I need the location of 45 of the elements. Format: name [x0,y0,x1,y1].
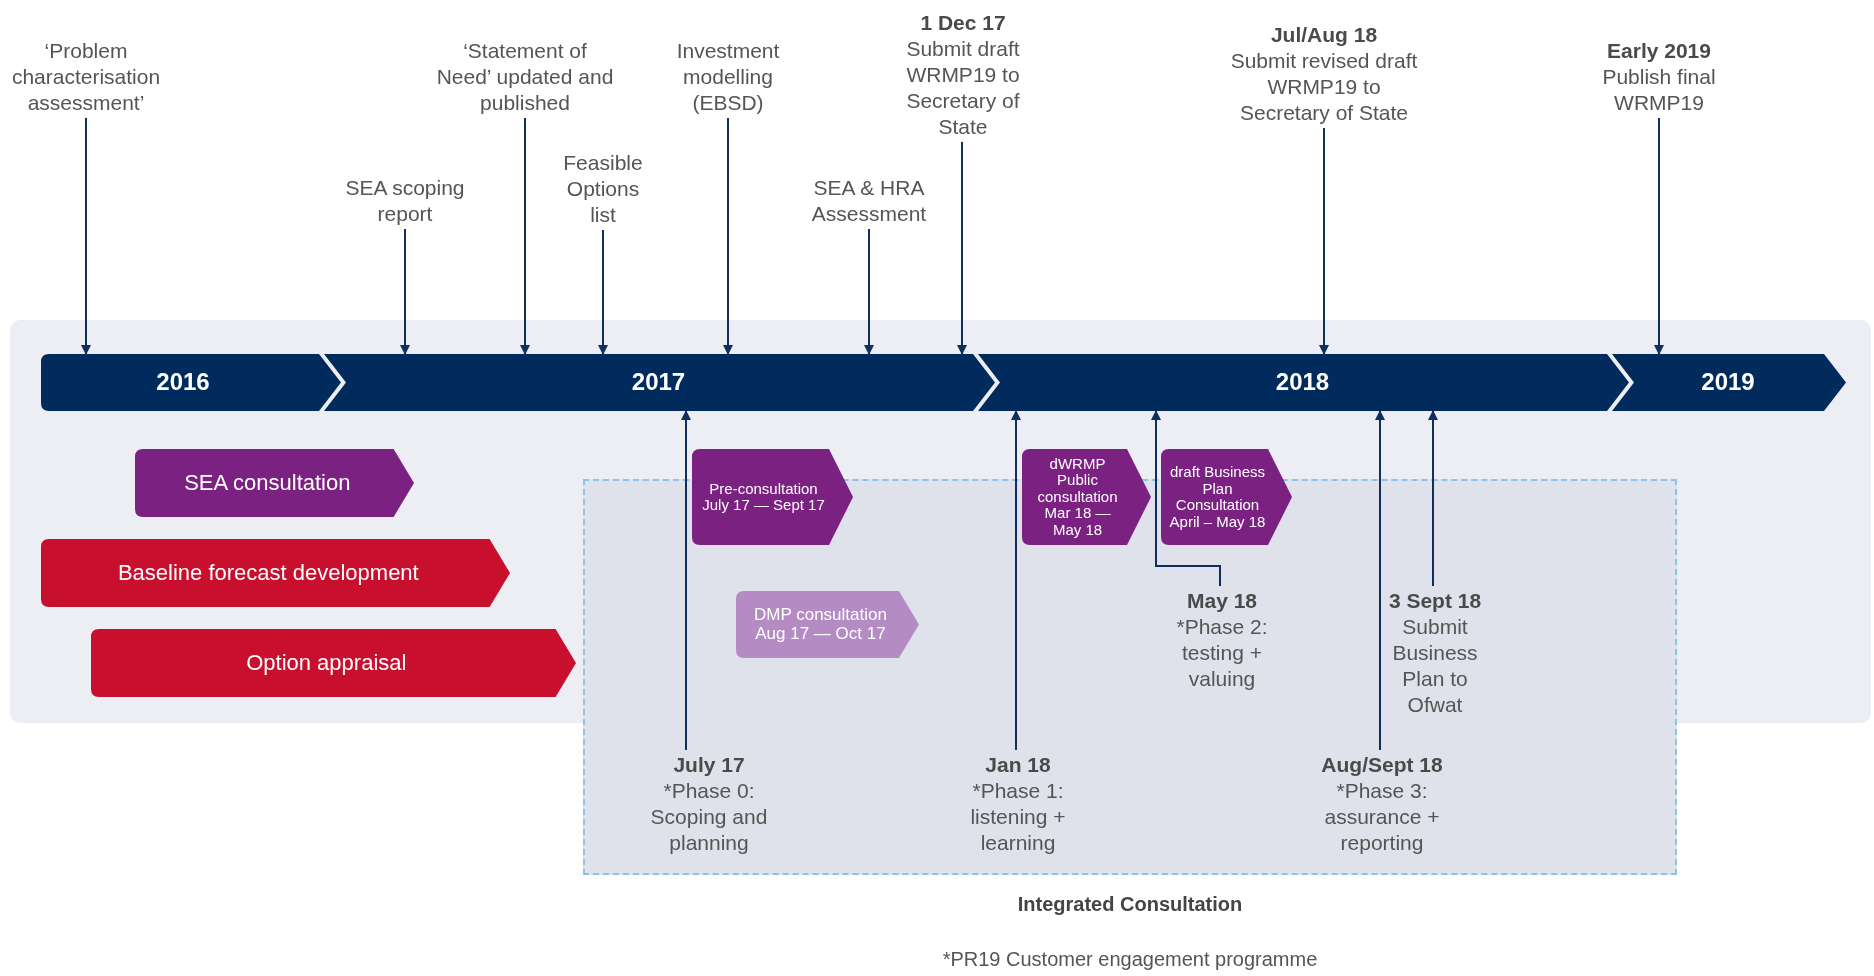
arrow [400,228,410,355]
date-heading: Jan 18 [984,752,1052,778]
arrow [1428,410,1438,587]
activity-bar: Option appraisal [91,629,576,697]
arrow [1011,410,1021,751]
milestone-label: *Phase 3: assurance + reporting [1323,778,1441,856]
date-heading: 1 Dec 17 [919,10,1007,36]
activity-bar: SEA consultation [135,449,414,517]
milestone-label: *Phase 0: Scoping and planning [649,778,769,856]
milestone-label: SEA scoping report [344,175,466,227]
arrow [520,117,530,355]
activity-bar: Pre-consultation July 17 — Sept 17 [692,449,853,545]
milestone-label: Feasible Options list [562,150,644,228]
milestone-label: Submit revised draft WRMP19 to Secretary of State [1229,48,1419,126]
arrow [864,228,874,355]
date-heading: May 18 [1185,588,1258,614]
milestone-label: *Phase 2: testing + valuing [1175,614,1269,692]
arrow [723,117,733,355]
activity-bar: DMP consultation Aug 17 — Oct 17 [736,591,919,658]
date-heading: 3 Sept 18 [1387,588,1483,614]
milestone-label: Submit draft WRMP19 to Secretary of State [905,36,1021,140]
year-band: 2016 [41,354,341,411]
milestone-label: Investment modelling (EBSD) [675,38,781,116]
milestone-label: ‘Statement of Need’ updated and published [435,38,615,116]
milestone-label: *Phase 1: listening + learning [969,778,1067,856]
arrow [1654,117,1664,355]
arrow [1319,127,1329,355]
date-heading: July 17 [672,752,746,778]
arrow [681,410,691,751]
milestone-label: Submit Business Plan to Ofwat [1391,614,1479,718]
arrow [1375,410,1385,751]
milestone-label: ‘Problem characterisation assessment’ [10,38,162,116]
arrow [957,141,967,355]
date-heading: Early 2019 [1606,38,1712,64]
date-heading: Aug/Sept 18 [1320,752,1444,778]
arrow [1151,410,1221,587]
group-caption: Integrated Consultation [1016,893,1244,916]
date-heading: Jul/Aug 18 [1269,22,1379,48]
activity-bar: Baseline forecast development [41,539,510,607]
milestone-label: SEA & HRA Assessment [810,175,928,227]
milestone-label: Publish final WRMP19 [1601,64,1717,116]
arrow [81,117,91,355]
footnote: *PR19 Customer engagement programme [941,948,1319,971]
arrow [598,229,608,355]
year-band: 2017 [324,354,995,411]
